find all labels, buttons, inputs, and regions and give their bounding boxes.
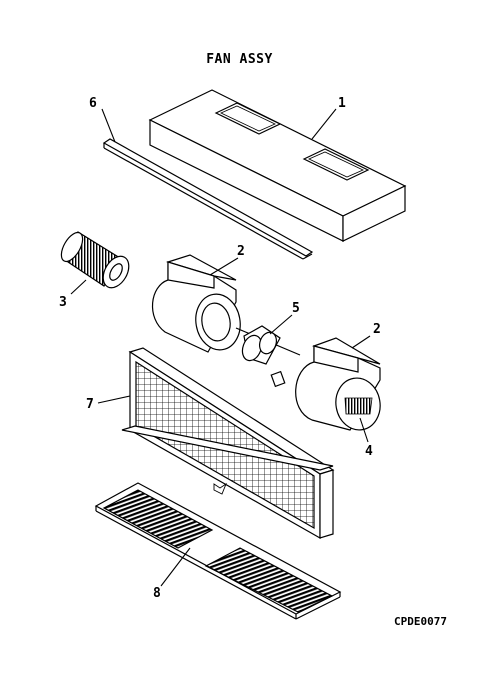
drawing-code: CPDE0077	[394, 615, 447, 628]
diagram-title: FAN ASSY	[206, 52, 273, 67]
callout-7: 7	[86, 397, 94, 412]
callout-4: 4	[365, 444, 373, 459]
leader-lines	[70, 108, 371, 587]
callout-2-left: 2	[237, 244, 245, 259]
callout-8: 8	[153, 586, 161, 601]
callout-5: 5	[292, 301, 300, 316]
rail-part	[102, 138, 314, 260]
blower-housing-left-part	[151, 254, 241, 353]
blower-housing-right-part	[295, 337, 381, 431]
callout-2-right: 2	[373, 322, 381, 337]
blower-wheel-part	[60, 231, 130, 289]
callout-3: 3	[59, 295, 67, 310]
filter-grille-part	[121, 347, 335, 540]
fan-motor-part	[235, 325, 301, 388]
cover-plate-part	[148, 89, 407, 242]
bottom-filter-part	[94, 482, 342, 620]
callout-1: 1	[338, 96, 346, 111]
callout-6: 6	[89, 96, 97, 111]
